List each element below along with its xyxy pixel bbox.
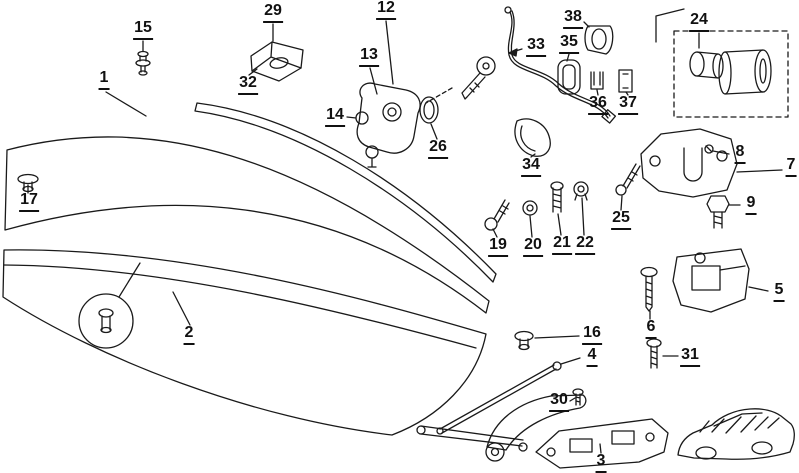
part-label-9[interactable]: 9 [745, 195, 757, 215]
part-label-15[interactable]: 15 [133, 20, 153, 40]
part-label-33[interactable]: 33 [526, 37, 546, 57]
catch-plate-drawing [615, 128, 738, 229]
part-label-4[interactable]: 4 [586, 347, 598, 367]
part-label-20[interactable]: 20 [523, 237, 543, 257]
striker-drawing [250, 41, 304, 82]
part-label-2[interactable]: 2 [183, 325, 195, 345]
part-label-31[interactable]: 31 [680, 347, 700, 367]
part-label-12[interactable]: 12 [376, 0, 396, 20]
trim-gasket-drawing [514, 118, 551, 157]
part-label-13[interactable]: 13 [359, 47, 379, 67]
lock-cylinder-drawing [655, 8, 789, 118]
part-label-37[interactable]: 37 [618, 95, 638, 115]
part-label-8[interactable]: 8 [734, 144, 746, 164]
key-drawing [425, 56, 496, 104]
part-label-24[interactable]: 24 [689, 12, 709, 32]
hinge-assembly-drawing [416, 394, 669, 469]
part-label-34[interactable]: 34 [521, 157, 541, 177]
part-label-14[interactable]: 14 [325, 107, 345, 127]
car-silhouette-icon [677, 408, 795, 460]
part-label-22[interactable]: 22 [575, 235, 595, 255]
part-label-7[interactable]: 7 [785, 157, 797, 177]
leader-lines [27, 20, 783, 454]
buffer-plug-drawing [514, 330, 534, 351]
part-label-35[interactable]: 35 [559, 34, 579, 54]
part-label-17[interactable]: 17 [19, 192, 39, 212]
clips-drawing [590, 69, 633, 93]
plug-drawing [135, 50, 151, 76]
part-label-30[interactable]: 30 [549, 392, 569, 412]
part-label-25[interactable]: 25 [611, 210, 631, 230]
part-label-38[interactable]: 38 [563, 9, 583, 29]
part-label-26[interactable]: 26 [428, 139, 448, 159]
part-label-16[interactable]: 16 [582, 325, 602, 345]
torsion-rod-drawing [436, 361, 562, 435]
part-label-5[interactable]: 5 [773, 282, 785, 302]
part-label-19[interactable]: 19 [488, 237, 508, 257]
part-label-29[interactable]: 29 [263, 3, 283, 23]
part-label-36[interactable]: 36 [588, 95, 608, 115]
part-label-21[interactable]: 21 [552, 235, 572, 255]
latch-receiver-drawing [640, 248, 750, 313]
o-ring-drawing [419, 96, 439, 124]
cylinder-gasket-drawing [557, 25, 614, 95]
magnifier-detail [78, 262, 141, 349]
part-label-3[interactable]: 3 [595, 453, 607, 473]
lock-mechanism-drawing [355, 82, 421, 168]
part-label-6[interactable]: 6 [645, 319, 657, 339]
fasteners-drawing [484, 181, 589, 231]
trunk-lid-drawing [2, 102, 497, 436]
part-label-1[interactable]: 1 [98, 70, 110, 90]
part-label-32[interactable]: 32 [238, 75, 258, 95]
